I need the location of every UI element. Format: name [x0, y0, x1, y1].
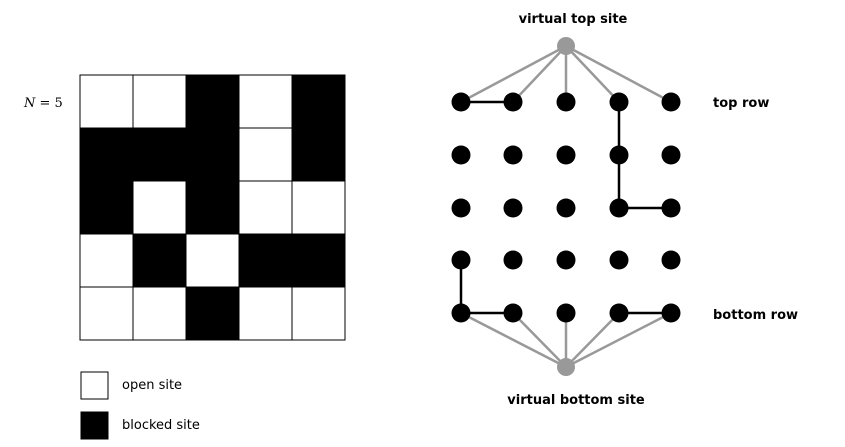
site-node — [503, 92, 523, 112]
open-site-cell — [79, 233, 134, 288]
virtual-bottom-edge — [512, 312, 567, 368]
site-node — [609, 92, 629, 112]
open-site-cell — [132, 180, 187, 235]
legend-blocked-swatch — [80, 411, 109, 440]
blocked-site-cell — [132, 233, 187, 288]
site-node — [556, 92, 576, 112]
open-site-cell — [132, 286, 187, 341]
site-node — [503, 145, 523, 165]
legend-open-swatch — [80, 371, 109, 400]
blocked-site-cell — [185, 74, 240, 129]
legend: open site blocked site — [80, 371, 200, 440]
site-node — [556, 250, 576, 270]
blocked-site-cell — [79, 180, 134, 235]
open-site-cell — [132, 74, 187, 129]
virtual-top-edge — [565, 44, 672, 104]
blocked-site-cell — [291, 233, 346, 288]
site-node — [503, 198, 523, 218]
virtual-bottom-edge — [460, 311, 567, 369]
site-node — [451, 198, 471, 218]
site-node — [609, 303, 629, 323]
open-site-cell — [238, 127, 293, 182]
site-node — [661, 92, 681, 112]
open-site-cell — [291, 180, 346, 235]
top-row-label: top row — [713, 96, 769, 111]
site-node — [451, 145, 471, 165]
open-site-cell — [185, 233, 240, 288]
blocked-site-cell — [185, 180, 240, 235]
site-node — [661, 250, 681, 270]
open-site-cell — [238, 180, 293, 235]
blocked-site-cell — [132, 127, 187, 182]
site-node — [451, 303, 471, 323]
blocked-site-cell — [79, 127, 134, 182]
virtual-bottom-label: virtual bottom site — [507, 393, 645, 408]
site-grid — [79, 74, 346, 341]
blocked-site-cell — [291, 127, 346, 182]
virtual-top-edge — [460, 44, 567, 104]
virtual-bottom-edge — [565, 311, 672, 369]
site-node — [451, 92, 471, 112]
site-node — [609, 250, 629, 270]
blocked-site-cell — [238, 233, 293, 288]
site-nodes — [451, 92, 681, 323]
virtual-bottom-edge — [565, 312, 620, 368]
blocked-site-cell — [185, 127, 240, 182]
grid-size-label: N = 5 — [23, 96, 63, 111]
bottom-row-label: bottom row — [713, 308, 798, 323]
open-site-cell — [79, 74, 134, 129]
site-node — [556, 145, 576, 165]
site-node — [661, 145, 681, 165]
site-node — [503, 250, 523, 270]
virtual-top-label: virtual top site — [519, 12, 628, 27]
open-site-cell — [238, 74, 293, 129]
site-node — [609, 198, 629, 218]
site-node — [556, 303, 576, 323]
site-node — [556, 198, 576, 218]
blocked-site-cell — [185, 286, 240, 341]
blocked-site-cell — [291, 74, 346, 129]
open-site-cell — [291, 286, 346, 341]
virtual-top-edge — [512, 45, 567, 103]
site-node — [503, 303, 523, 323]
open-site-cell — [238, 286, 293, 341]
site-node — [661, 303, 681, 323]
legend-blocked-label: blocked site — [122, 418, 200, 433]
site-node — [661, 198, 681, 218]
site-node — [609, 145, 629, 165]
virtual-top-edge — [565, 45, 620, 103]
legend-open-label: open site — [122, 378, 182, 393]
open-site-cell — [79, 286, 134, 341]
site-node — [451, 250, 471, 270]
virtual-bottom-node — [557, 358, 575, 376]
virtual-top-node — [557, 37, 575, 55]
